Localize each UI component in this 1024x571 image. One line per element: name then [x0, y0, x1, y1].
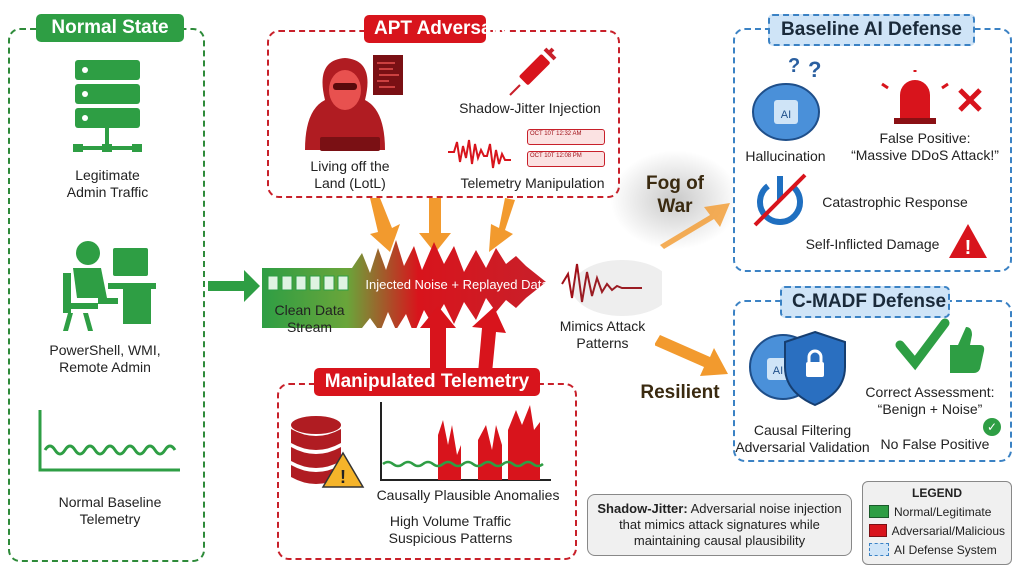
confused-brain-icon: ?? AI: [752, 55, 821, 141]
telemetry-arrows-up: [420, 306, 506, 373]
legend-swatch-red: [869, 524, 887, 537]
checkmark-thumbs-up-icon: [895, 318, 985, 373]
hacker-icon: [305, 55, 403, 151]
brain-shield-icon: AI: [749, 330, 846, 407]
flow-arrow-green: [208, 270, 260, 302]
database-warning-icon: !: [291, 416, 365, 488]
legend-swatch-green: [869, 505, 889, 518]
fog-smoke: [610, 150, 740, 250]
legend-label: Adversarial/Malicious: [891, 523, 1005, 538]
lotl-label: Living off the Land (LotL): [310, 158, 390, 191]
baseline-ai-title: Baseline AI Defense: [768, 14, 975, 46]
svg-text:?: ?: [808, 57, 821, 82]
legend-swatch-blue: [869, 543, 889, 556]
power-off-icon: [753, 173, 807, 227]
legend-item: Adversarial/Malicious: [869, 521, 1005, 540]
svg-text:!: !: [965, 237, 972, 259]
self-inflicted-label: Self-Inflicted Damage: [805, 236, 940, 252]
alarm-siren-icon: [881, 70, 982, 124]
resilient-arrow: [655, 335, 728, 376]
definition-text: Adversarial noise injection that mimics …: [619, 501, 842, 548]
anomaly-spike-chart-icon: [380, 402, 551, 481]
no-false-positive-label: No False Positive: [880, 436, 990, 452]
apt-adversary-title: APT Adversary: [364, 15, 510, 43]
svg-text:AI: AI: [781, 109, 791, 121]
powershell-label: PowerShell, WMI, Remote Admin: [49, 342, 161, 375]
legend-label: Normal/Legitimate: [894, 504, 992, 519]
fog-of-war-label: Fog of War: [645, 173, 705, 217]
shadow-jitter-definition: Shadow-Jitter: Adversarial noise injecti…: [587, 494, 852, 556]
shadow-jitter-injection-label: Shadow-Jitter Injection: [459, 100, 601, 116]
normal-baseline-label: Normal Baseline Telemetry: [58, 494, 162, 527]
legend-title: LEGEND: [911, 486, 962, 500]
causal-filtering-label: Causal Filtering Adversarial Validation: [735, 422, 870, 455]
check-circle-icon: ✓: [983, 418, 1001, 436]
svg-text:!: !: [340, 467, 346, 487]
legend-label: AI Defense System: [894, 542, 997, 557]
causally-plausible-label: Causally Plausible Anomalies: [376, 487, 560, 503]
baseline-telemetry-chart-icon: [38, 410, 180, 472]
correct-assessment-label: Correct Assessment: “Benign + Noise”: [865, 384, 995, 417]
legend-item: AI Defense System: [869, 540, 1005, 559]
catastrophic-response-label: Catastrophic Response: [822, 194, 968, 210]
noise-waveform-icon: [448, 139, 511, 169]
high-volume-label: High Volume Traffic Suspicious Patterns: [388, 513, 513, 546]
server-icon: [73, 60, 142, 152]
telemetry-manipulation-label: Telemetry Manipulation: [460, 175, 605, 191]
hallucination-label: Hallucination: [745, 148, 826, 164]
warning-triangle-icon: !: [949, 224, 987, 259]
clean-data-stream-label: Clean Data Stream: [274, 302, 345, 335]
injected-noise-label: Injected Noise + Replayed Data: [365, 277, 549, 292]
log-entry: OCT 10T 12:32 AM: [527, 129, 605, 145]
definition-term: Shadow-Jitter:: [597, 501, 688, 516]
injection-arrows-down: [370, 198, 515, 253]
fog-arrow: [660, 203, 730, 249]
svg-text:?: ?: [788, 55, 800, 77]
svg-text:AI: AI: [773, 365, 783, 377]
legit-admin-label: Legitimate Admin Traffic: [66, 167, 149, 200]
mimics-attack-label: Mimics Attack Patterns: [559, 318, 646, 351]
resilient-label: Resilient: [640, 382, 720, 403]
legend: LEGEND Normal/Legitimate Adversarial/Mal…: [862, 481, 1012, 565]
false-positive-label: False Positive: “Massive DDoS Attack!”: [851, 130, 999, 163]
normal-state-title: Normal State: [36, 14, 184, 42]
legend-item: Normal/Legitimate: [869, 502, 1005, 521]
cmadf-title: C-MADF Defense: [780, 286, 950, 318]
data-stream-graphic: [262, 240, 662, 328]
admin-workstation-icon: [63, 241, 156, 331]
manipulated-telemetry-title: Manipulated Telemetry: [314, 368, 540, 396]
log-entry: OCT 10T 12:08 PM: [527, 151, 605, 167]
syringe-icon: [509, 47, 557, 96]
